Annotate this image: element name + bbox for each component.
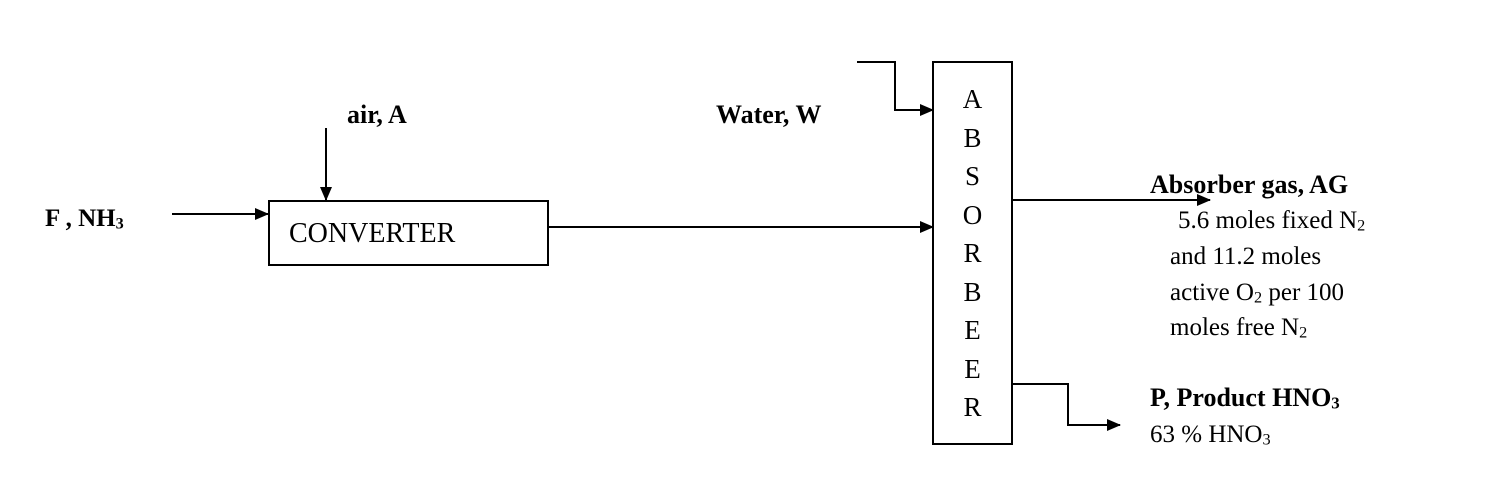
absorber-gas-line2: and 11.2 moles <box>1170 243 1322 270</box>
absorber-letter: A <box>962 84 983 114</box>
product-spec: 63 % HNO3 <box>1150 421 1271 449</box>
absorber-gas-line4-text: moles free N <box>1170 314 1300 341</box>
absorber-letter: B <box>963 276 982 307</box>
absorber-letter: R <box>963 238 982 268</box>
absorber-gas-line3-text: active O <box>1170 279 1254 306</box>
product-arrow <box>1012 383 1121 431</box>
product-title-subscript: 3 <box>1331 393 1340 413</box>
water-arrow <box>857 61 934 116</box>
product-spec-text: 63 % HNO <box>1150 421 1263 448</box>
absorber-gas-line1-text: 5.6 moles fixed N <box>1178 207 1358 234</box>
absorber-letter: O <box>962 199 983 230</box>
feed-label: F , NH3 <box>45 205 124 233</box>
absorber-letter: S <box>964 161 981 191</box>
absorber-column: A B S O R B E E R <box>932 61 1013 445</box>
absorber-gas-line1: 5.6 moles fixed N2 <box>1178 207 1366 235</box>
absorber-gas-title: Absorber gas, AG <box>1150 170 1349 199</box>
water-label: Water, W <box>716 100 822 129</box>
absorber-letter: R <box>963 392 982 422</box>
converter-box: CONVERTER <box>268 200 549 266</box>
absorber-gas-line3-subscript: 2 <box>1253 288 1263 307</box>
feed-label-subscript: 3 <box>115 214 124 233</box>
absorber-gas-line3-tail: per 100 <box>1262 279 1345 306</box>
absorber-gas-line1-subscript: 2 <box>1357 216 1366 235</box>
absorber-letter: E <box>964 315 981 345</box>
absorber-gas-line4-subscript: 2 <box>1299 323 1308 342</box>
air-label: air, A <box>347 100 407 129</box>
absorber-gas-line4: moles free N2 <box>1170 314 1308 342</box>
absorber-letter: E <box>964 353 981 384</box>
converter-label: CONVERTER <box>289 218 456 249</box>
product-title-text: P, Product HNO <box>1150 383 1332 412</box>
product-spec-subscript: 3 <box>1262 430 1271 449</box>
absorber-gas-line3: active O2 per 100 <box>1170 279 1345 307</box>
feed-label-text: F , NH <box>45 205 116 232</box>
absorber-letter: B <box>963 122 982 153</box>
product-title: P, Product HNO3 <box>1150 383 1340 413</box>
